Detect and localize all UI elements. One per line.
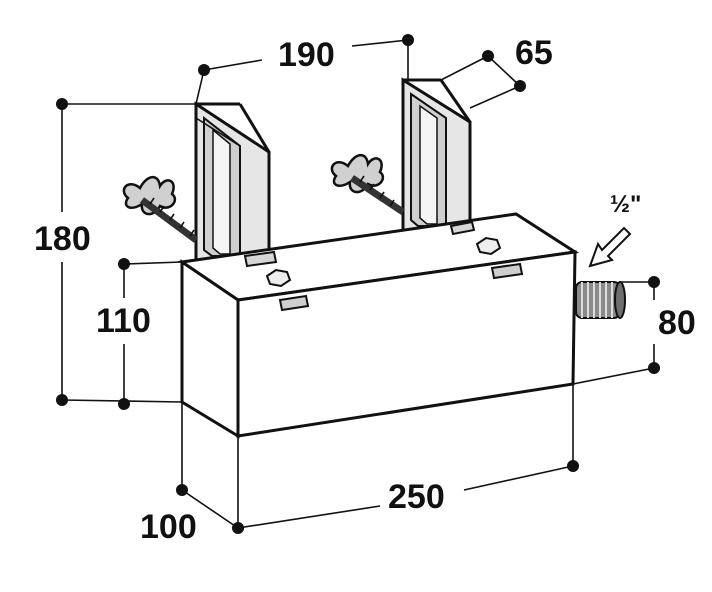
right-wing-nut <box>330 154 405 215</box>
dim-width-top: 190 <box>278 36 335 74</box>
threaded-fitting <box>575 281 626 319</box>
dim-depth-top: 65 <box>515 34 553 72</box>
main-box <box>177 212 580 439</box>
thread-size-arrow-icon <box>588 226 632 268</box>
dimension-lines <box>56 34 660 534</box>
thread-size-label: ½" <box>610 191 641 218</box>
dim-height-box: 110 <box>96 302 151 340</box>
left-bracket <box>194 101 271 264</box>
dim-depth: 100 <box>140 508 197 546</box>
dim-length: 250 <box>388 478 445 516</box>
dim-fitting-height: 80 <box>658 304 696 342</box>
dim-height-total: 180 <box>34 220 91 258</box>
right-bracket <box>401 77 472 232</box>
left-wing-nut <box>122 176 199 243</box>
